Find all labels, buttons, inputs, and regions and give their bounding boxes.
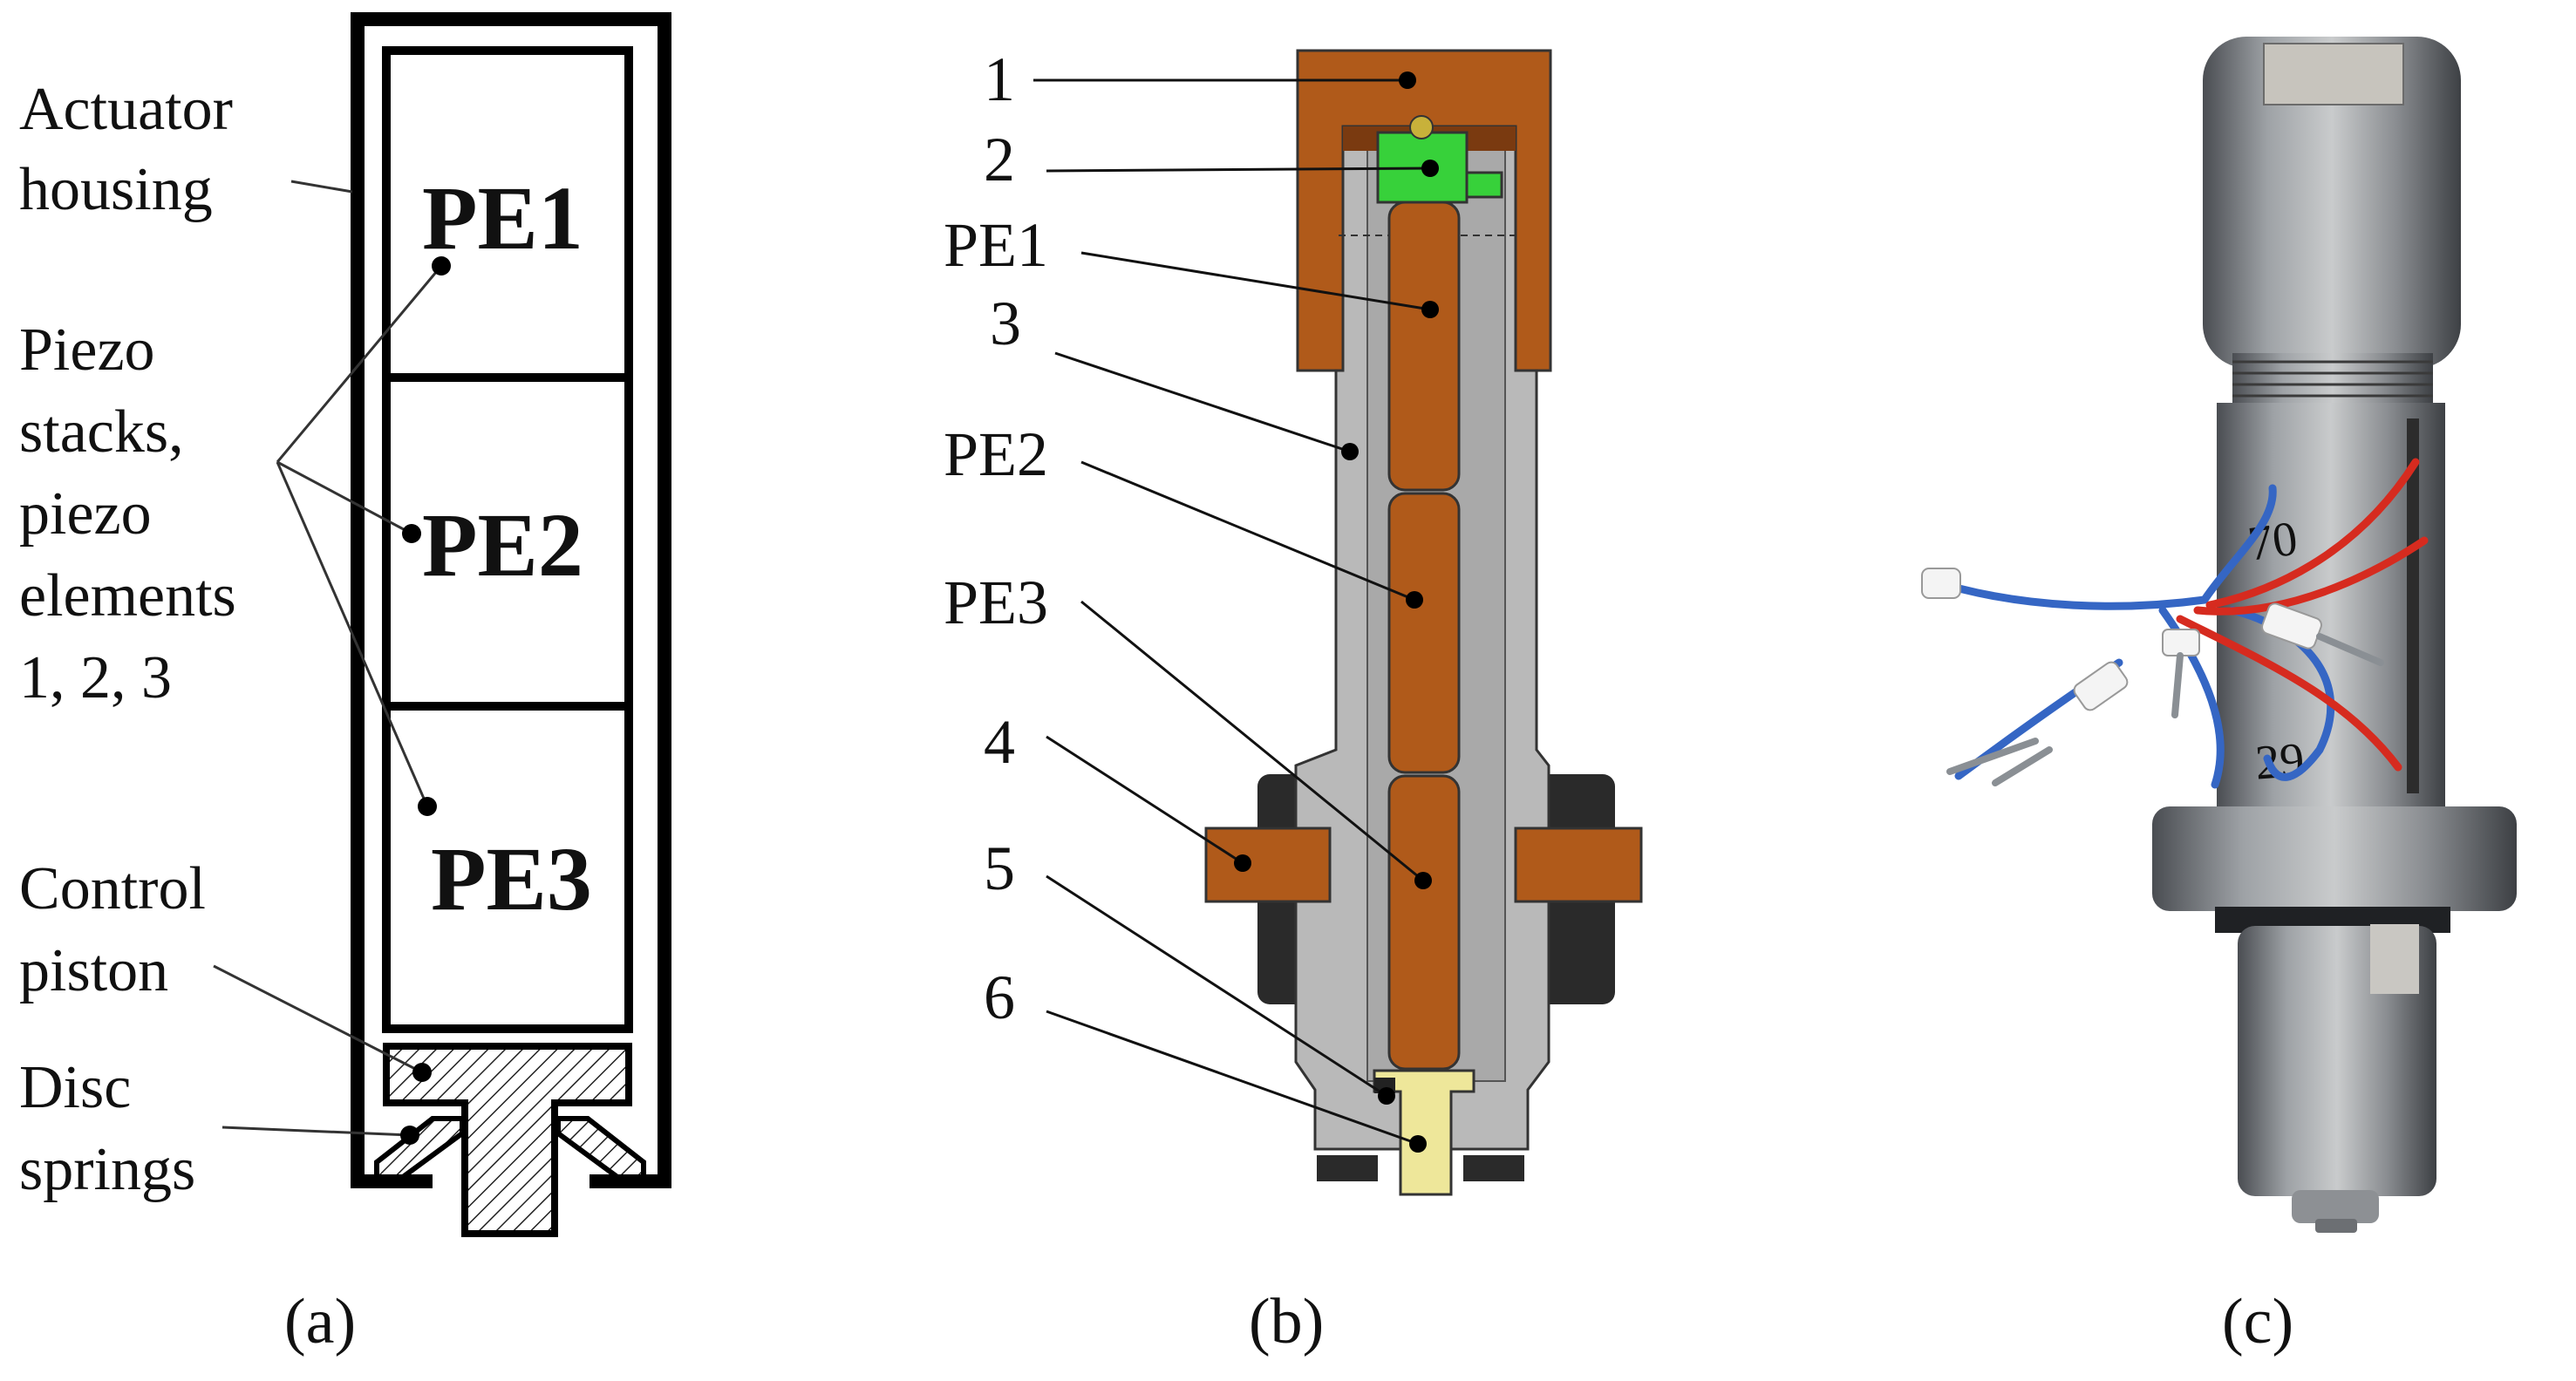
flange-left-part-4 xyxy=(1204,827,1332,903)
caption-a: (a) xyxy=(284,1286,356,1357)
caption-b: (b) xyxy=(1249,1286,1324,1357)
callout-piezo-stacks: Piezo stacks, piezo elements 1, 2, 3 xyxy=(19,316,251,711)
photo-wires xyxy=(1925,458,2429,789)
wire-sleeve-4 xyxy=(2162,629,2200,656)
stack-frame xyxy=(382,46,633,1033)
callout-b-5: 5 xyxy=(984,833,1015,903)
callout-housing: Actuator housing xyxy=(19,76,248,223)
photo-top-cylinder xyxy=(2203,37,2461,368)
photo-lower-flat xyxy=(2370,924,2419,994)
callout-b-pe2: PE2 xyxy=(944,419,1048,489)
callout-b-pe1: PE1 xyxy=(944,210,1048,280)
panel-b-leaders xyxy=(1033,78,1431,1146)
photo-thread-lines xyxy=(2232,360,2433,398)
panel-c-photo: 70 29 (c) xyxy=(1921,37,2517,1357)
caption-c: (c) xyxy=(2222,1286,2293,1357)
callout-b-pe3: PE3 xyxy=(944,568,1048,637)
callout-control-piston: Control piston xyxy=(19,855,221,1004)
wire-sleeve-1 xyxy=(1921,568,1961,599)
panel-a-dots xyxy=(400,256,451,1145)
panel-a: PE1 PE2 PE3 Actuator housing Piezo stack… xyxy=(19,12,671,1357)
panel-b-dots xyxy=(1234,71,1439,1153)
stack-label-pe1: PE1 xyxy=(422,168,583,269)
panel-a-leaders xyxy=(213,180,443,1137)
stack-label-pe3: PE3 xyxy=(431,829,592,929)
photo-top-flat xyxy=(2263,43,2404,105)
disc-spring-right xyxy=(555,1116,646,1180)
bottom-ring-right xyxy=(1463,1155,1524,1181)
wire-pins xyxy=(1946,633,2384,786)
callout-b-3: 3 xyxy=(990,289,1021,358)
control-piston xyxy=(383,1043,632,1237)
piezo-stack-pe3 xyxy=(1387,774,1461,1071)
panel-b: 1 2 PE1 3 PE2 PE3 4 5 6 xyxy=(944,44,1643,1357)
callout-disc-springs: Disc springs xyxy=(19,1054,195,1203)
bottom-ring-left xyxy=(1317,1155,1378,1181)
piezo-stack-pe2 xyxy=(1387,492,1461,774)
callout-b-6: 6 xyxy=(984,963,1015,1032)
callout-b-2: 2 xyxy=(984,125,1015,194)
photo-bottom-tip xyxy=(2292,1190,2379,1223)
callout-b-4: 4 xyxy=(984,707,1015,777)
piezo-stack-pe1 xyxy=(1387,201,1461,492)
actuator-housing-outline xyxy=(351,12,671,1188)
part-2-ball xyxy=(1409,115,1434,139)
photo-flange xyxy=(2152,806,2517,911)
callout-b-1: 1 xyxy=(984,44,1015,114)
wire-sleeve-2 xyxy=(2073,661,2129,711)
photo-bottom-pin xyxy=(2315,1219,2357,1233)
flange-right-part-4 xyxy=(1514,827,1643,903)
part-2-tab xyxy=(1465,171,1503,199)
marker-text-29: 29 xyxy=(2253,733,2306,791)
stack-label-pe2: PE2 xyxy=(422,495,583,595)
disc-spring-left xyxy=(374,1116,465,1180)
photo-shaft-strip xyxy=(2407,418,2419,793)
